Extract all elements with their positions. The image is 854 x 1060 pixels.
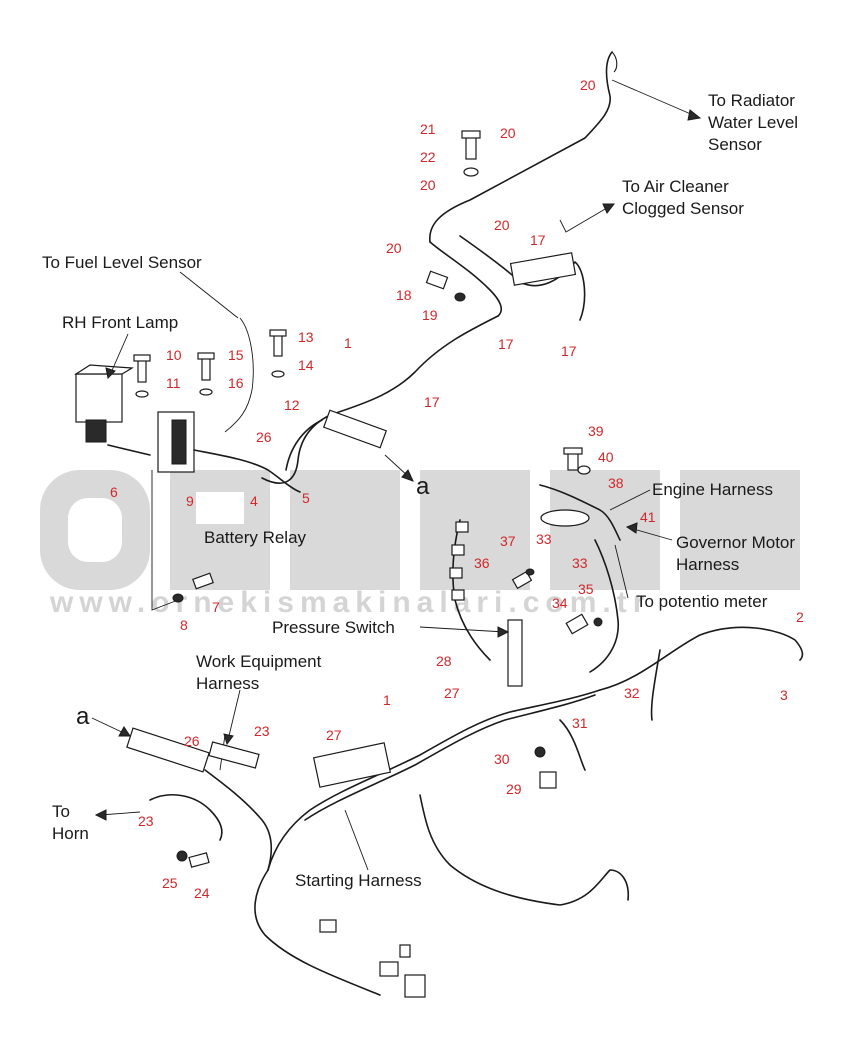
part-number: 22 — [420, 149, 436, 165]
part-number: 20 — [386, 240, 402, 256]
part-number: 10 — [166, 347, 182, 363]
part-number: 12 — [284, 397, 300, 413]
part-number: 21 — [420, 121, 436, 137]
part-number: 39 — [588, 423, 604, 439]
part-number: 28 — [436, 653, 452, 669]
part-number: 26 — [256, 429, 272, 445]
watermark-letter-n2 — [550, 470, 660, 590]
bolts-upper — [133, 130, 481, 603]
part-number: 13 — [298, 329, 314, 345]
label-radiator-line1: To Radiator — [708, 91, 795, 110]
part-number: 26 — [184, 733, 200, 749]
part-number: 41 — [640, 509, 656, 525]
part-number: 27 — [444, 685, 460, 701]
part-number: 19 — [422, 307, 438, 323]
engine-harness — [449, 447, 621, 687]
label-battery-relay: Battery Relay — [204, 528, 307, 547]
part-number: 7 — [212, 599, 220, 615]
part-number: 2 — [796, 609, 804, 625]
part-number: 16 — [228, 375, 244, 391]
label-air-cleaner-line2: Clogged Sensor — [622, 199, 744, 218]
part-number: 30 — [494, 751, 510, 767]
part-number: 17 — [561, 343, 577, 359]
watermark-letter-e — [420, 470, 530, 590]
part-number: 17 — [530, 232, 546, 248]
part-number: 9 — [186, 493, 194, 509]
part-number: 40 — [598, 449, 614, 465]
watermark-letter-r — [170, 470, 270, 590]
label-radiator-line3: Sensor — [708, 135, 762, 154]
battery-relay — [107, 411, 301, 493]
part-number: 6 — [110, 484, 118, 500]
label-work-equipment-line1: Work Equipment — [196, 652, 322, 671]
part-number: 4 — [250, 493, 258, 509]
part-number: 18 — [396, 287, 412, 303]
part-number: 37 — [500, 533, 516, 549]
part-number: 1 — [383, 692, 391, 708]
part-number: 8 — [180, 617, 188, 633]
part-number: 35 — [578, 581, 594, 597]
label-governor-line2: Harness — [676, 555, 739, 574]
part-number: 17 — [498, 336, 514, 352]
part-number: 25 — [162, 875, 178, 891]
part-number: 31 — [572, 715, 588, 731]
part-number: 17 — [424, 394, 440, 410]
watermark-letter-n — [290, 470, 400, 590]
part-number: 29 — [506, 781, 522, 797]
label-radiator-line2: Water Level — [708, 113, 798, 132]
label-fuel-level: To Fuel Level Sensor — [42, 253, 202, 272]
label-starting-harness: Starting Harness — [295, 871, 422, 890]
label-governor-line1: Governor Motor — [676, 533, 795, 552]
part-number: 38 — [608, 475, 624, 491]
label-engine-harness: Engine Harness — [652, 480, 773, 499]
bracket-line-6-8 — [151, 470, 179, 611]
part-number: 14 — [298, 357, 314, 373]
watermark: www.ornekismakinalari.com.tr — [40, 470, 800, 619]
leader-lines — [91, 79, 702, 871]
part-number: 15 — [228, 347, 244, 363]
part-number: 33 — [536, 531, 552, 547]
part-number: 11 — [166, 375, 181, 391]
wire-to-part-2 — [599, 626, 804, 691]
lower-harness — [126, 689, 630, 998]
part-number: 23 — [254, 723, 270, 739]
part-number: 3 — [780, 687, 788, 703]
label-ref-a-lower: a — [76, 703, 90, 730]
part-number: 20 — [500, 125, 516, 141]
label-pressure-switch: Pressure Switch — [272, 618, 395, 637]
watermark-letter-k — [680, 470, 800, 590]
part-number: 23 — [138, 813, 154, 829]
wire-branch-right — [650, 649, 661, 721]
label-air-cleaner-line1: To Air Cleaner — [622, 177, 729, 196]
watermark-url: www.ornekismakinalari.com.tr — [49, 586, 650, 619]
part-number: 1 — [344, 335, 352, 351]
part-number: 34 — [552, 595, 568, 611]
part-number: 20 — [580, 77, 596, 93]
label-rh-front-lamp: RH Front Lamp — [62, 313, 178, 332]
part-number: 24 — [194, 885, 210, 901]
label-horn-line1: To — [52, 802, 70, 821]
part-number: 33 — [572, 555, 588, 571]
label-potentio: To potentio meter — [636, 592, 768, 611]
part-number: 5 — [302, 490, 310, 506]
part-number: 27 — [326, 727, 342, 743]
part-number: 20 — [494, 217, 510, 233]
label-ref-a-upper: a — [416, 473, 430, 500]
part-number: 20 — [420, 177, 436, 193]
label-horn-line2: Horn — [52, 824, 89, 843]
part-numbers: 20 21 20 22 20 20 20 17 18 19 17 17 1 17… — [110, 77, 804, 901]
part-number: 36 — [474, 555, 490, 571]
part-number: 32 — [624, 685, 640, 701]
label-work-equipment-line2: Harness — [196, 674, 259, 693]
upper-harness — [224, 51, 618, 484]
rh-front-lamp — [73, 364, 134, 443]
callouts: To Radiator Water Level Sensor To Air Cl… — [42, 91, 798, 890]
